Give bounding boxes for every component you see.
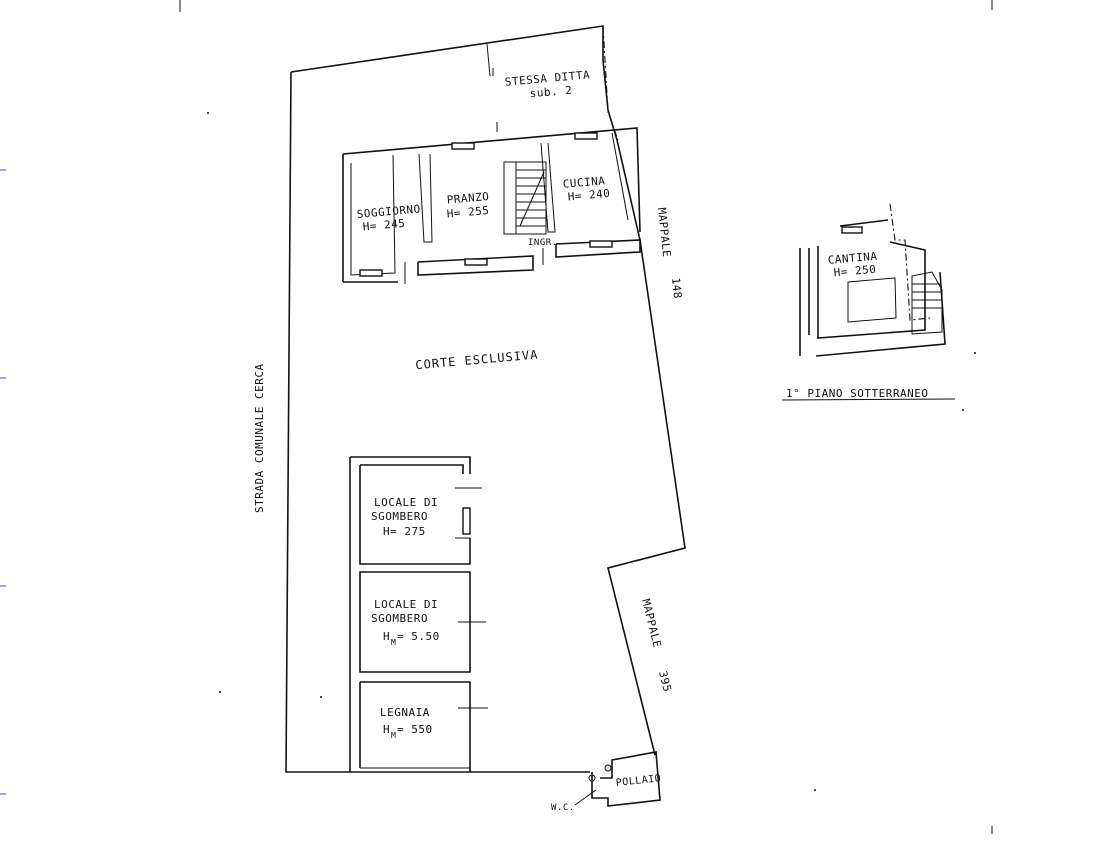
- soggiorno-label: SOGGIORNO: [356, 202, 421, 221]
- basement-title-underline: [781, 398, 956, 401]
- locale2-height-value: = 5.50: [397, 630, 440, 643]
- main-house: [342, 127, 641, 284]
- legnaia-height-value: = 550: [397, 723, 433, 736]
- mappale-148-number: 148: [669, 277, 684, 300]
- court-label: CORTE ESCLUSIVA: [415, 347, 539, 372]
- basement-stair-icon: [911, 271, 943, 335]
- neighbor-sub: sub. 2: [529, 84, 573, 101]
- pranzo-label: PRANZO: [446, 190, 490, 207]
- locale2-height-letter: H: [383, 630, 390, 643]
- locale2-line2: SGOMBERO: [371, 612, 428, 625]
- specks: [179, 0, 993, 834]
- stair-icon: [503, 161, 547, 235]
- road-label: STRADA COMUNALE CERCA: [253, 363, 266, 513]
- legnaia-height-sub: M: [391, 731, 396, 740]
- outbuildings: [349, 456, 488, 772]
- pranzo-height: H= 255: [446, 204, 490, 221]
- cucina-height: H= 240: [567, 187, 611, 204]
- locale2-height-sub: M: [391, 638, 396, 647]
- cucina-label: CUCINA: [562, 174, 606, 191]
- basement-plan: [799, 203, 946, 357]
- ingresso-label: INGR.: [528, 238, 558, 248]
- mappale-148-label: MAPPALE: [655, 207, 673, 258]
- pollaio-label: POLLAIO: [615, 773, 662, 789]
- legnaia-label: LEGNAIA: [380, 706, 430, 719]
- margin-ticks: [0, 169, 6, 795]
- soggiorno-height: H= 245: [362, 217, 406, 234]
- wc-label: W.C.: [551, 803, 575, 813]
- mappale-395-number: 395: [656, 670, 674, 694]
- cantina-height: H= 250: [833, 263, 877, 280]
- locale2-line1: LOCALE DI: [374, 598, 438, 611]
- locale1-line2: SGOMBERO: [371, 510, 428, 523]
- locale1-height: H= 275: [383, 525, 426, 538]
- pollaio-structure: [574, 751, 661, 807]
- property-boundary: [285, 25, 686, 773]
- cantina-label: CANTINA: [827, 250, 878, 267]
- basement-title: 1° PIANO SOTTERRANEO: [786, 387, 928, 400]
- locale1-line1: LOCALE DI: [374, 496, 438, 509]
- mappale-395-label: MAPPALE: [639, 598, 664, 650]
- legnaia-height-letter: H: [383, 723, 390, 736]
